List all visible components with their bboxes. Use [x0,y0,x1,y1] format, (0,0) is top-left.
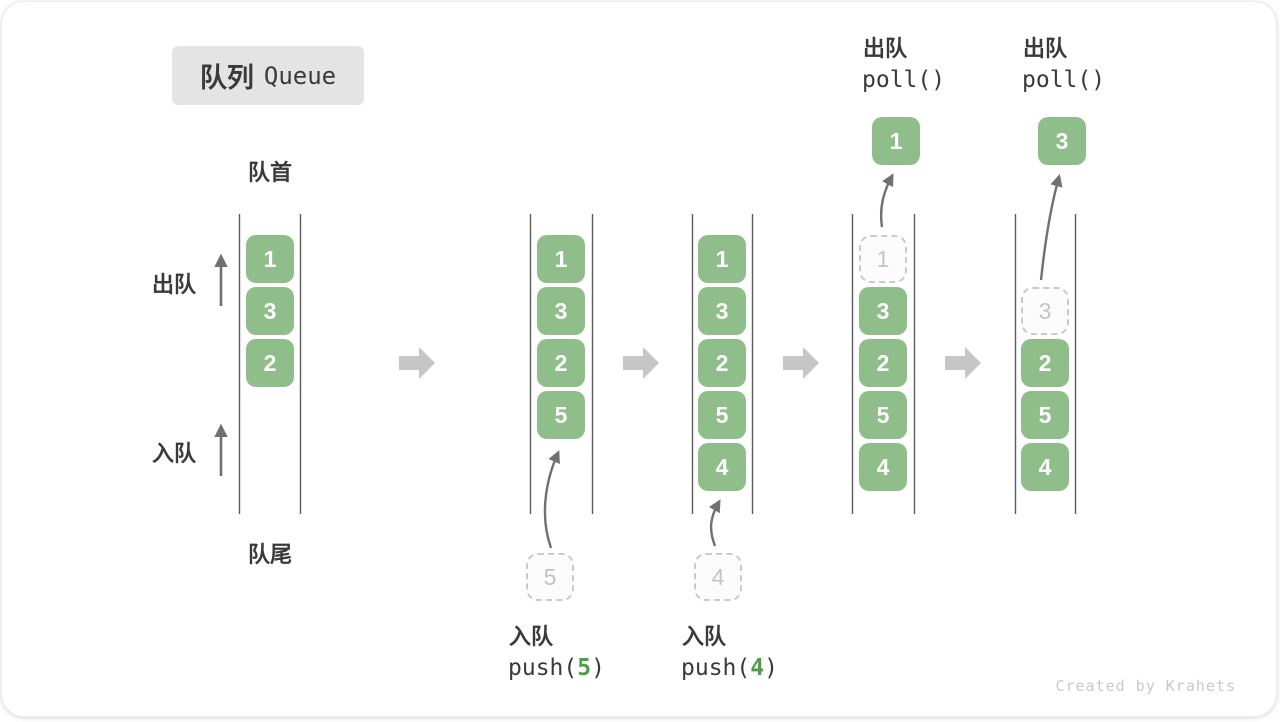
enqueue-side-label: 入队 [152,441,197,466]
push5-code: push(5) [508,655,605,681]
queue-item: 4 [698,443,746,491]
push4-arrow-icon [708,499,721,547]
queue-item: 5 [698,391,746,439]
pending-item: 5 [526,553,574,601]
queue-item: 2 [1021,339,1069,387]
queue-item: 2 [698,339,746,387]
poll2-code: poll() [1022,67,1106,93]
queue-item: 3 [537,287,585,335]
pending-item: 4 [694,553,742,601]
queue-item: 2 [859,339,907,387]
queue-item: 5 [537,391,585,439]
queue-item: 3 [859,287,907,335]
queue-item: 3 [246,287,294,335]
code-arg: 5 [577,655,592,681]
code-arg: 4 [750,655,765,681]
poll2-arrow-icon [1039,173,1063,281]
push4-code: push(4) [681,655,778,681]
arrow-right-icon [783,347,819,379]
queue-walls [238,214,1077,514]
title-en: Queue [263,61,337,90]
queue-item: 5 [859,391,907,439]
popped-item: 1 [872,117,920,165]
queue-item: 1 [246,235,294,283]
push5-arrow-icon [543,450,560,549]
code-post: ) [591,655,605,681]
arrow-right-icon [399,347,435,379]
dequeue-op-label: 出队 [1023,36,1068,61]
queue-front-label: 队首 [247,160,292,185]
queue-item: 5 [1021,391,1069,439]
dequeue-op-label: 出队 [863,36,908,61]
queue-item: 3 [698,287,746,335]
code-pre: push( [508,655,578,681]
queue-rear-label: 队尾 [247,542,292,567]
removed-item-ghost: 3 [1021,287,1069,335]
removed-item-ghost: 1 [859,235,907,283]
enqueue-op-label: 入队 [682,624,727,649]
arrow-right-icon [623,347,659,379]
enqueue-op-label: 入队 [509,624,554,649]
title-zh: 队列 [199,63,254,93]
dequeue-side-label: 出队 [152,272,197,297]
watermark: Created by Krahets [1055,677,1236,695]
code-pre: push( [681,655,751,681]
queue-item: 1 [698,235,746,283]
popped-item: 3 [1038,117,1086,165]
queue-item: 1 [537,235,585,283]
arrow-right-icon [945,347,981,379]
poll1-arrow-icon [879,173,894,228]
queue-item: 4 [1021,443,1069,491]
code-post: ) [764,655,778,681]
operation-arrows [543,173,1063,549]
queue-item: 2 [537,339,585,387]
queue-item: 4 [859,443,907,491]
title-badge: 队列 Queue [172,46,364,105]
poll1-code: poll() [862,67,946,93]
queue-item: 2 [246,339,294,387]
state-transition-arrows [399,347,981,379]
